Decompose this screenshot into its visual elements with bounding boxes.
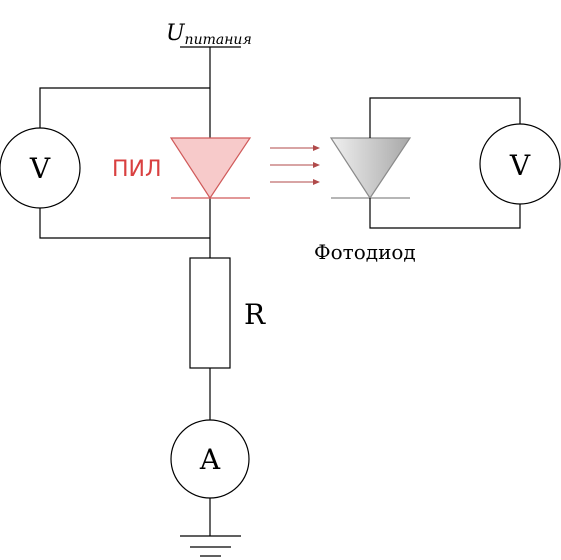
supply-symbol: U [166,21,186,46]
photodiode-wire-top [369,97,521,138]
ammeter [170,419,250,499]
resistor-label: R [244,298,266,331]
pil-diode-symbol [169,137,252,200]
right-voltmeter [479,123,561,205]
left-voltmeter-wire [39,87,210,128]
pil-label: ПИЛ [112,157,162,182]
supply-label: Uпитания [166,21,252,48]
left-voltmeter [0,127,81,209]
right-voltmeter-label: V [509,149,531,182]
left-voltmeter-wire-bottom [39,208,210,239]
ammeter-label: A [199,443,221,476]
photodiode-symbol [329,137,412,200]
photodiode-wire-bottom [369,198,521,229]
photodiode-label: Фотодиод [314,240,416,264]
left-voltmeter-label: V [29,152,51,185]
resistor [189,257,231,369]
supply-subscript: питания [185,32,252,48]
